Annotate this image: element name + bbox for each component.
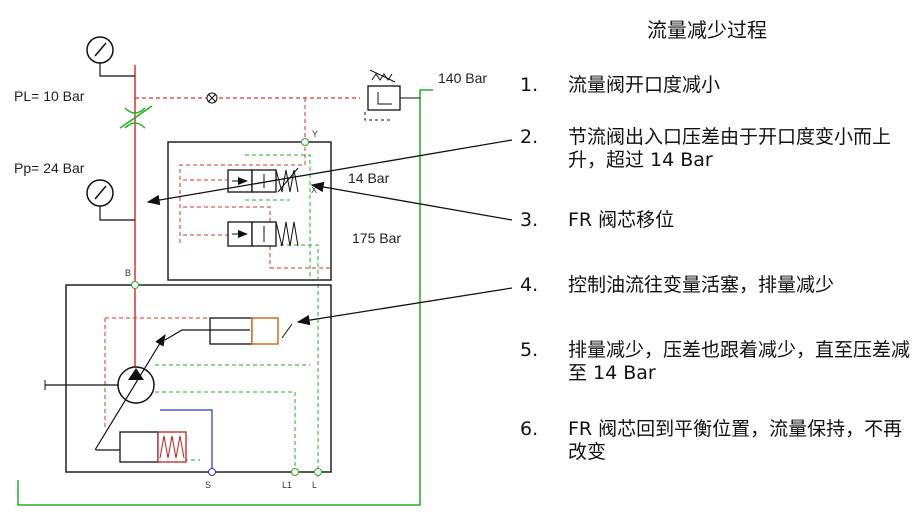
step-text: 节流阀出入口压差由于开口度变小而上升，超过 14 Bar	[568, 126, 892, 171]
step-number: 6.	[520, 418, 539, 440]
orifice-icon	[206, 92, 218, 104]
step-number: 5.	[520, 339, 539, 361]
pc-valve-icon	[227, 221, 299, 247]
step-text: 排量减少，压差也跟着减少，直至压差减至 14 Bar	[568, 339, 911, 384]
port-s-label: S	[205, 480, 212, 490]
step-text: 控制油流往变量活塞，排量减少	[568, 274, 835, 296]
fr-valve-icon	[227, 167, 299, 193]
port-y-label: Y	[312, 129, 319, 139]
flow-valve-icon	[119, 105, 153, 129]
pp-pressure-label: Pp= 24 Bar	[14, 160, 85, 176]
leader-step2	[146, 139, 513, 206]
step-number: 1.	[520, 74, 539, 96]
pp-gauge-line	[99, 205, 135, 221]
pump-icon	[44, 333, 166, 451]
port-b-label: B	[125, 268, 132, 278]
pump-housing	[65, 284, 332, 473]
control-piston-icon	[164, 317, 293, 345]
step-text: 流量阀开口度减小	[568, 74, 721, 96]
step-number: 4.	[520, 274, 539, 296]
pp-gauge-icon	[86, 179, 114, 207]
step-number: 3.	[520, 209, 539, 231]
tank-return-line	[17, 89, 433, 506]
step-text: FR 阀芯回到平衡位置，流量保持，不再改变	[568, 418, 903, 463]
port-l-label: L	[312, 480, 318, 490]
fc-spring-label: 14 Bar	[348, 170, 390, 186]
leader-step3	[310, 181, 513, 221]
port-markers	[131, 138, 322, 476]
relief-valve-icon	[364, 69, 420, 121]
port-l1-label: L1	[282, 480, 293, 490]
page-title: 流量减少过程	[647, 18, 767, 42]
step-number: 2.	[520, 126, 539, 148]
pl-gauge-icon	[86, 36, 114, 64]
controller-housing	[167, 141, 332, 281]
pc-spring-label: 175 Bar	[352, 230, 402, 246]
leader-step4	[296, 287, 513, 326]
port-x-label: X	[311, 185, 318, 195]
step-text: FR 阀芯移位	[568, 209, 675, 231]
pl-pressure-label: PL= 10 Bar	[14, 88, 85, 104]
relief-pressure-label: 140 Bar	[438, 70, 488, 86]
counter-piston-icon	[96, 431, 187, 463]
pl-gauge-line	[99, 62, 135, 77]
